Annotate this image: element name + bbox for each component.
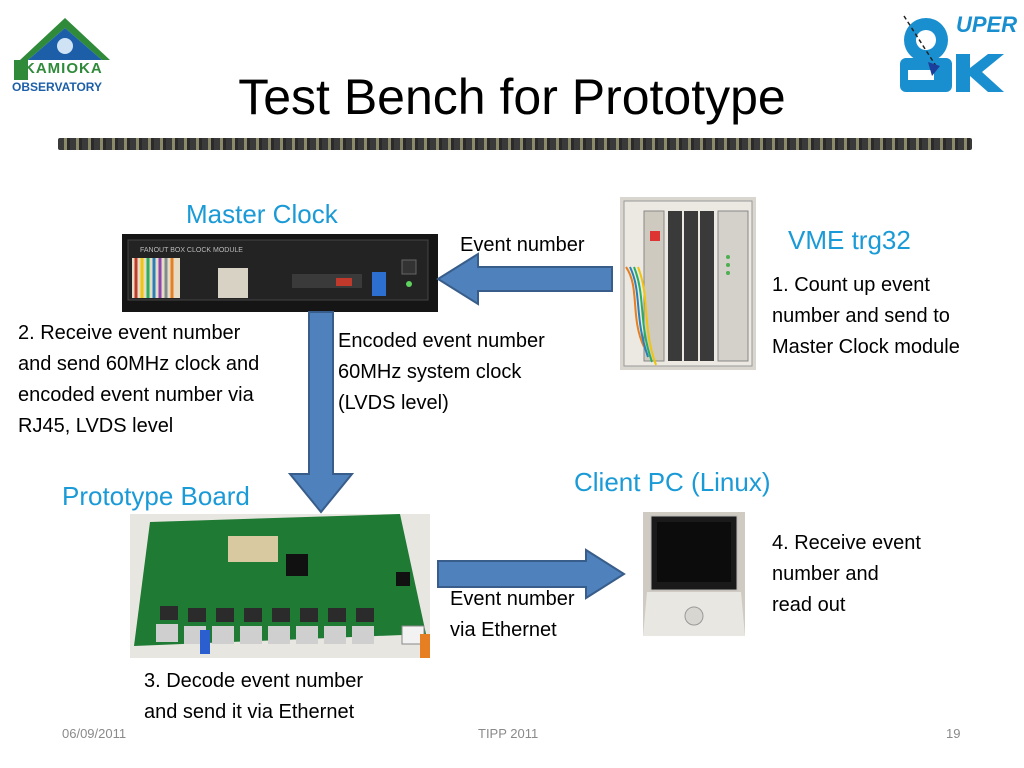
client-pc-label: Client PC (Linux)	[574, 467, 771, 497]
step-4-line: number and	[772, 563, 879, 585]
master-to-board-line: Encoded event number	[338, 330, 545, 352]
step-1-line: number and send to	[772, 305, 950, 327]
footer-page-number: 19	[946, 726, 961, 741]
master-to-board-arrow	[287, 311, 355, 514]
vme-to-master-label: Event number	[460, 234, 585, 256]
step-2-line: encoded event number via	[18, 384, 254, 406]
slide-title: Test Bench for Prototype	[238, 69, 786, 125]
super-k-wordmark: UPER	[956, 12, 1018, 37]
client-pc-photo	[643, 512, 745, 636]
vme-crate-image	[620, 197, 756, 370]
prototype-board-image	[130, 514, 430, 658]
step-1-line: Master Clock module	[772, 336, 960, 358]
board-to-pc-arrow	[437, 548, 626, 600]
master-to-board-label: Encoded event number 60MHz system clock …	[338, 326, 545, 419]
footer-date: 06/09/2011	[62, 726, 127, 741]
step-4-note: 4. Receive event number and read out	[772, 528, 921, 621]
kamioka-logo-graphic	[10, 18, 120, 98]
super-k-logo: UPER	[896, 10, 1017, 96]
step-3-note: 3. Decode event number and send it via E…	[144, 666, 363, 728]
vme-to-master-arrow	[436, 252, 613, 306]
step-4-line: 4. Receive event	[772, 532, 921, 554]
prototype-board-photo	[130, 514, 430, 658]
master-clock-image: FANOUT BOX CLOCK MODULE	[122, 234, 438, 312]
step-1-line: 1. Count up event	[772, 274, 930, 296]
footer-conference: TIPP 2011	[478, 726, 539, 741]
master-clock-panel-text: FANOUT BOX CLOCK MODULE	[140, 247, 243, 254]
step-3-line: and send it via Ethernet	[144, 701, 355, 723]
observatory-wordmark: OBSERVATORY	[12, 80, 103, 94]
step-2-line: and send 60MHz clock and	[18, 353, 260, 375]
prototype-board-label: Prototype Board	[62, 481, 250, 511]
kamioka-wordmark: KAMIOKA	[24, 60, 103, 77]
master-to-board-line: (LVDS level)	[338, 392, 449, 414]
super-k-logo-graphic	[900, 15, 1004, 92]
master-to-board-line: 60MHz system clock	[338, 361, 522, 383]
vme-trg32-label: VME trg32	[788, 225, 911, 255]
board-to-pc-label: Event number via Ethernet	[450, 584, 575, 646]
vme-crate-photo	[620, 197, 756, 370]
step-3-line: 3. Decode event number	[144, 670, 364, 692]
kamioka-observatory-logo: KAMIOKA OBSERVATORY	[10, 10, 120, 100]
master-clock-label: Master Clock	[186, 199, 338, 229]
step-1-note: 1. Count up event number and send to Mas…	[772, 270, 960, 363]
step-2-line: RJ45, LVDS level	[18, 415, 174, 437]
step-2-note: 2. Receive event number and send 60MHz c…	[18, 318, 259, 442]
board-to-pc-line: Event number	[450, 588, 575, 610]
title-divider	[58, 138, 972, 150]
master-clock-photo: FANOUT BOX CLOCK MODULE	[122, 234, 438, 312]
step-2-line: 2. Receive event number	[18, 322, 241, 344]
board-to-pc-line: via Ethernet	[450, 619, 557, 641]
client-pc-image	[643, 512, 745, 636]
step-4-line: read out	[772, 594, 846, 616]
